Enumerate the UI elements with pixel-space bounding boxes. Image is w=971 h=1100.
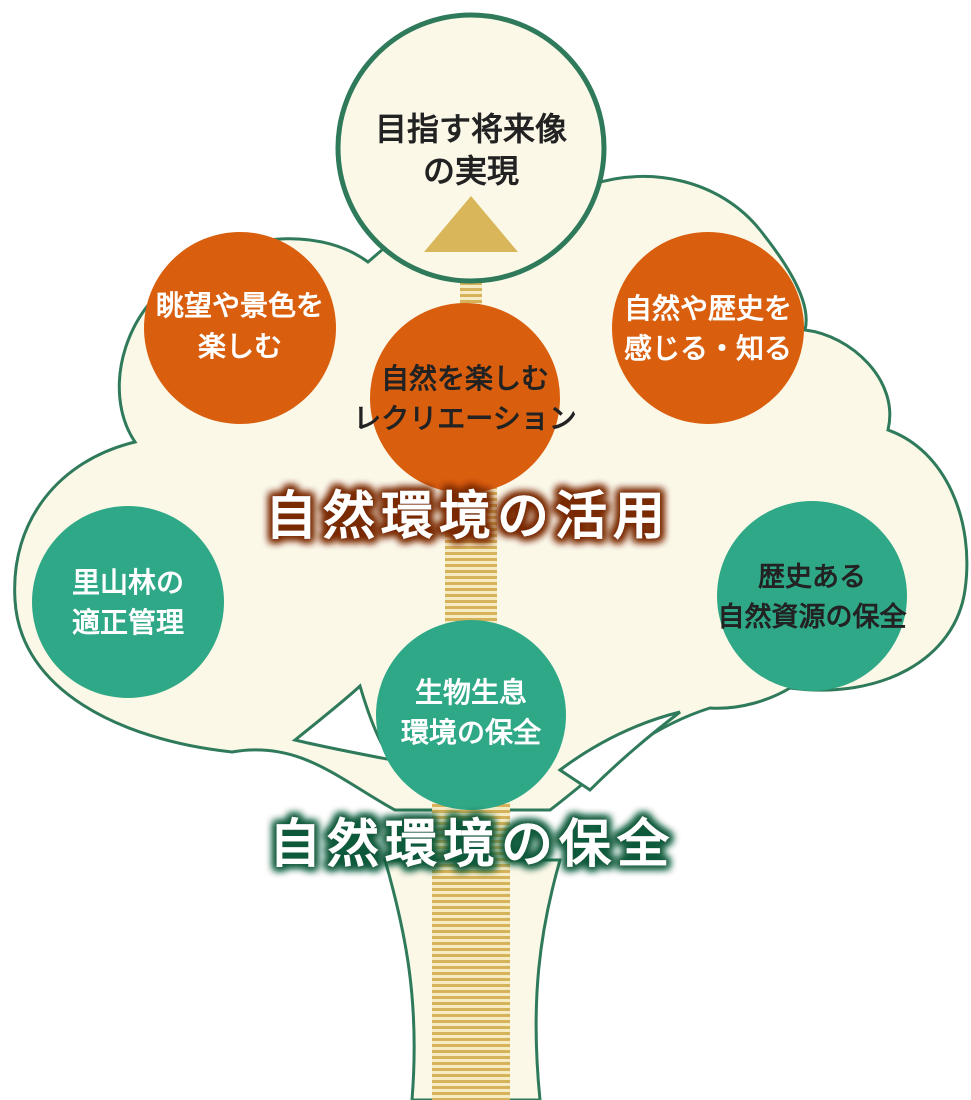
utilization-node-history: 自然や歴史を 感じる・知る bbox=[612, 232, 804, 424]
goal-node: 目指す将来像 の実現 bbox=[335, 12, 607, 284]
node-label-line1: 眺望や景色を bbox=[156, 289, 324, 322]
conservation-node-habitat: 生物生息 環境の保全 bbox=[376, 620, 566, 810]
node-label-line2: 環境の保全 bbox=[401, 716, 542, 749]
utilization-banner: 自然環境の活用 bbox=[265, 487, 671, 547]
node-label-line1: 自然を楽しむ bbox=[381, 362, 549, 395]
node-label-line2: 感じる・知る bbox=[624, 332, 792, 365]
branch-gap-right bbox=[557, 710, 681, 792]
conservation-node-forest: 里山林の 適正管理 bbox=[32, 506, 224, 698]
node-label-line2: 適正管理 bbox=[72, 606, 184, 639]
node-label-line2: レクリエーション bbox=[353, 402, 576, 435]
branch-gap-left bbox=[291, 683, 396, 763]
utilization-node-view: 眺望や景色を 楽しむ bbox=[144, 232, 336, 424]
node-label-line1: 生物生息 bbox=[415, 676, 527, 709]
node-label-line1: 自然や歴史を bbox=[624, 292, 792, 325]
node-label-line1: 歴史ある bbox=[758, 562, 866, 593]
conservation-node-heritage: 歴史ある 自然資源の保全 bbox=[717, 501, 907, 691]
conservation-banner: 自然環境の保全 bbox=[269, 815, 675, 875]
node-label-line1: 里山林の bbox=[72, 566, 184, 599]
utilization-node-recreation: 自然を楽しむ レクリエーション bbox=[353, 303, 577, 493]
goal-label-line2: の実現 bbox=[423, 152, 519, 190]
node-label-line2: 自然資源の保全 bbox=[718, 601, 908, 633]
goal-label-line1: 目指す将来像 bbox=[375, 110, 567, 148]
node-label-line2: 楽しむ bbox=[198, 330, 282, 363]
